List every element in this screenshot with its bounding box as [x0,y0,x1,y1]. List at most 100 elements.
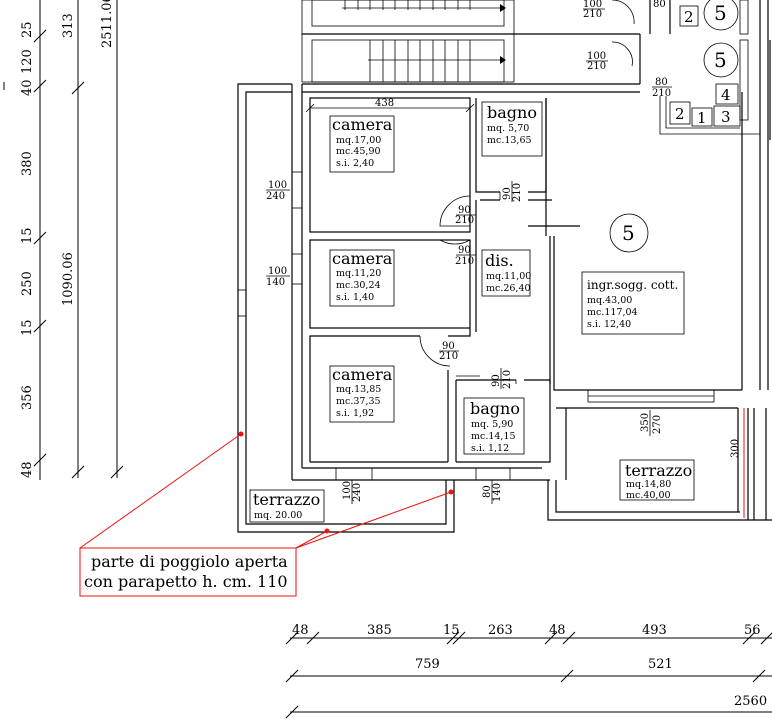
room-camera-1-mq: mq.17,00 [336,135,381,146]
annotation-balcony: parte di poggiolo aperta con parapetto h… [79,431,454,597]
dim-v-15: 15 [20,227,35,244]
box-1: 1 [697,109,707,127]
room-camera-3-si: s.i. 1,92 [336,408,374,419]
building-walls [237,83,772,533]
room-bagno-2-name: bagno [470,399,520,418]
box-4: 4 [721,86,731,104]
dim-h-56: 56 [744,623,761,638]
door-2-w: 90 [458,245,471,256]
left-dimension-lines [3,0,124,480]
top-door-4-w: 80 [655,77,668,88]
door-2-h: 210 [455,256,474,267]
dim-v-380: 380 [20,151,35,176]
room-terrazzo-1-name: terrazzo [253,490,320,509]
room-bagno-2-mc: mc.14,15 [471,431,516,442]
staircase [301,0,515,83]
dim-v-48: 48 [20,461,35,478]
numbered-boxes: 2 2 1 3 4 [659,5,760,135]
dim-h-521: 521 [648,657,673,672]
room-bagno-1-mq: mq. 5,70 [487,123,529,134]
bottom-dimension-lines [285,631,772,719]
room-bagno-1-mc: mc.13,65 [487,135,532,146]
dim-v-40: 40 [20,79,35,96]
dim-v-25: 25 [20,21,35,38]
room-ingr-name: ingr.sogg. cott. [587,278,678,292]
window-350: 350 [640,413,651,432]
door-swings [419,192,517,384]
room-camera-2-mq: mq.11,20 [336,268,381,279]
top-door-4-h: 210 [652,88,671,99]
annotation-line-2: con parapetto h. cm. 110 [84,572,288,591]
room-terrazzo-1-mq: mq. 20.00 [254,510,302,521]
dim-h-759: 759 [415,657,440,672]
dim-h-15: 15 [443,623,460,638]
dim-total-313: 313 [61,13,76,38]
room-dis-name: dis. [485,251,514,270]
dim-h-263: 263 [488,623,513,638]
room-dis-mq: mq.11,00 [486,271,531,282]
room-bagno-2-mq: mq. 5,90 [471,419,513,430]
room-camera-2-si: s.i. 1,40 [336,292,374,303]
box-3: 3 [721,108,731,126]
door-5-h: 210 [502,370,513,389]
room-camera-1-name: camera [332,115,393,134]
circle-marker-3: 5 [622,221,635,245]
door-3-w: 90 [442,341,455,352]
dim-v-356: 356 [20,385,35,410]
door-5-w: 90 [491,374,502,387]
circle-marker-1: 5 [714,1,727,25]
dim-v-250: 250 [20,271,35,296]
dim-h-493: 493 [642,623,667,638]
annotation-line-1: parte di poggiolo aperta [91,552,288,571]
dim-h-2560: 2560 [734,694,767,709]
box-2-top: 2 [684,8,694,26]
door-4-w: 90 [502,187,513,200]
top-door-3-w: 80 [653,0,666,10]
room-ingr-si: s.i. 12,40 [587,319,631,330]
room-camera-3-mq: mq.13,85 [336,384,381,395]
dim-h-48a: 48 [292,623,309,638]
window-1-h: 240 [266,191,285,202]
room-terrazzo-2-name: terrazzo [625,461,692,480]
room-ingr-mq: mq.43,00 [587,295,632,306]
top-door-1-h: 210 [583,9,602,20]
room-camera-2-name: camera [332,249,393,268]
bottom-window-1-w: 100 [342,481,353,500]
top-door-2-w: 100 [587,51,606,62]
top-door-1-w: 100 [583,0,602,10]
room-camera-2-mc: mc.30,24 [336,280,381,291]
dim-total-1090: 1090.06 [61,252,76,306]
dim-v-120: 120 [20,49,35,74]
room-dis-mc: mc.26,40 [486,283,531,294]
door-4-h: 210 [512,183,523,202]
window-2-h: 140 [266,277,285,288]
circle-marker-2: 5 [714,48,727,72]
dim-v-15b: 15 [20,319,35,336]
room-camera-1-mc: mc.45,90 [336,146,381,157]
dim-h-385: 385 [367,623,392,638]
door-1-h: 210 [455,215,474,226]
window-1-w: 100 [268,180,287,191]
room-ingr-mc: mc.117,04 [587,307,638,318]
room-bagno-1-name: bagno [487,103,537,122]
room-terrazzo-2-mc: mc.40,00 [626,490,671,501]
dim-438: 438 [375,98,394,109]
window-270: 270 [652,415,663,434]
circle-markers: 5 5 5 [609,0,739,253]
bottom-window-1-h: 240 [352,483,363,502]
door-3-h: 210 [439,351,458,362]
bottom-window-2-w: 80 [482,485,493,498]
window-2-w: 100 [268,266,287,277]
room-camera-3-name: camera [332,365,393,384]
terrazzo-300: 300 [730,439,741,458]
bottom-window-2-h: 140 [492,483,503,502]
room-bagno-2-si: s.i. 1,12 [471,443,509,454]
dim-total-2511: 2511.06 [100,0,115,48]
top-door-2-h: 210 [587,61,606,72]
box-2: 2 [675,105,685,123]
door-1-w: 90 [458,205,471,216]
room-camera-3-mc: mc.37,35 [336,396,381,407]
dim-h-48b: 48 [549,623,566,638]
room-camera-1-si: s.i. 2,40 [336,158,374,169]
